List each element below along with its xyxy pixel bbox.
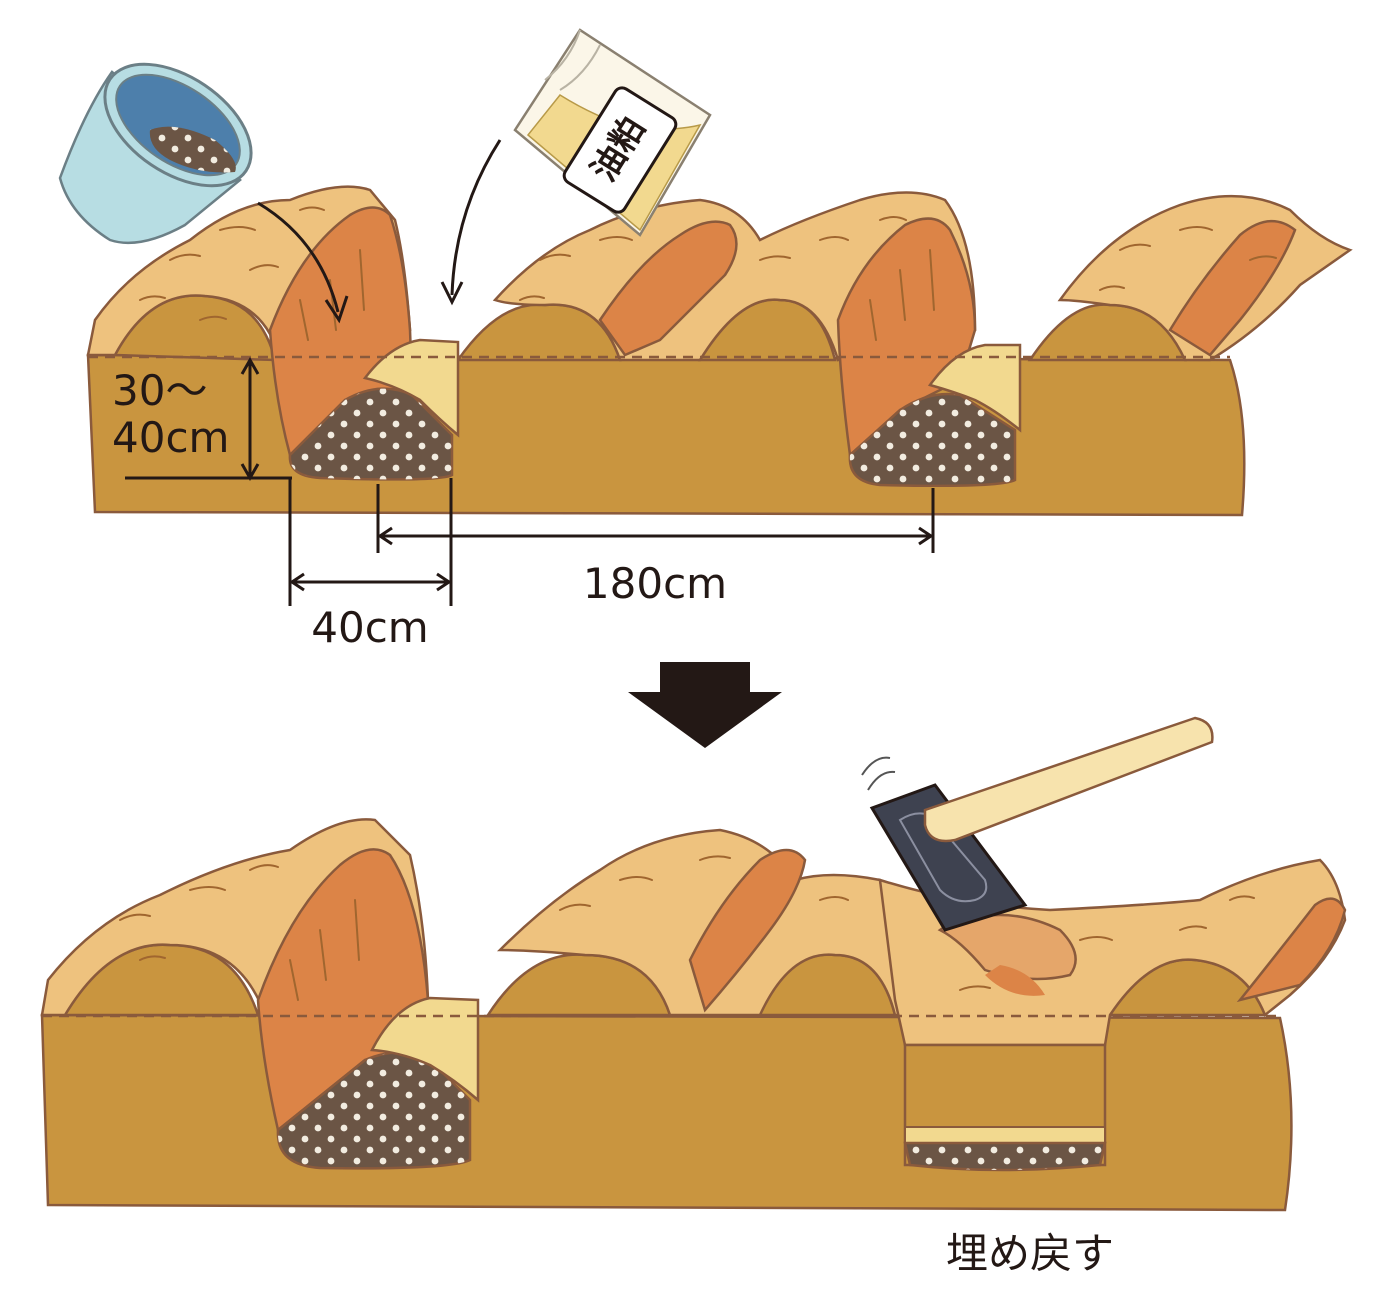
topsoil-face-center [836,217,977,458]
compost-bucket-icon [58,62,253,245]
bottom-panel: 埋め戻す [40,716,1347,1278]
spacing-label: 180cm [583,559,727,608]
compost-dots-trench-2 [849,394,1015,486]
spacing-dimension [376,484,935,553]
soil-texture [139,206,1277,341]
compost-dots-trench-1 [289,388,452,480]
top-panel: 油粕 30〜 40cm 40cm [58,28,1353,652]
arrow-down-icon [628,662,782,748]
oil-cake-layer-bottom-trench-1 [370,996,480,1103]
subsoil-block-top [86,353,1246,517]
depth-label-line1: 30〜 [112,366,207,415]
oil-cake-layer-trench-1 [362,338,460,438]
topsoil-face-right [1168,219,1297,357]
pour-arrow-compost [257,201,349,324]
topsoil-face-left [268,206,414,458]
compost-dots-bottom-trench-1 [277,1052,470,1169]
pour-arrow-oil-cake [440,139,502,306]
hoe-icon [861,716,1214,996]
buried-compost-dots [905,1143,1105,1170]
topsoil-face-bottom-right [1236,897,1347,1003]
depth-dimension [125,356,292,482]
topsoil-face-bottom-left [256,848,432,1133]
oil-cake-bag-icon: 油粕 [513,28,712,237]
topsoil-face-bottom-middle [688,848,807,1013]
trench-width-dimension [288,478,453,606]
refill-label: 埋め戻す [946,1229,1114,1278]
trench-width-label: 40cm [311,603,428,652]
topsoil-face-middle [598,220,738,357]
buried-oil-cake-layer [904,1126,1106,1144]
depth-label-line2: 40cm [112,413,229,462]
